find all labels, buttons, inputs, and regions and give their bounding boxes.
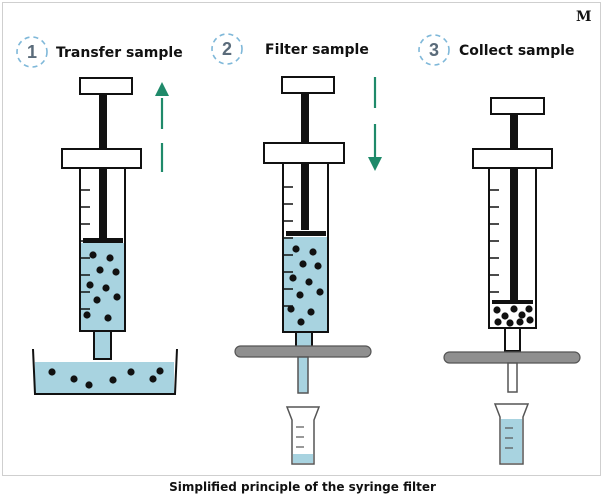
- step-2-circle: [211, 33, 243, 65]
- down-arrow: [368, 77, 382, 171]
- flange-2: [263, 142, 345, 164]
- syringe-2: [263, 76, 345, 351]
- plunger-thumb-1: [79, 77, 133, 95]
- plunger-thumb-2: [281, 76, 335, 94]
- graduations-1: [80, 189, 90, 310]
- syringe-3: [472, 97, 553, 352]
- figure-caption: Simplified principle of the syringe filt…: [169, 480, 436, 494]
- filter-disc-3: [443, 351, 581, 364]
- plunger-seal-2: [286, 231, 326, 236]
- plunger-thumb-3: [490, 97, 545, 115]
- step-1-label: Transfer sample: [56, 45, 183, 61]
- brand-mark: M: [576, 9, 592, 25]
- outlet-tip-2: [297, 356, 309, 394]
- collection-tube-3: [493, 403, 530, 465]
- nozzle-1: [93, 330, 112, 360]
- particles-3: [493, 305, 534, 327]
- step-2-label: Filter sample: [265, 42, 369, 58]
- step-3-label: Collect sample: [459, 43, 575, 59]
- up-arrow: [155, 82, 169, 172]
- graduations-3: [489, 189, 499, 293]
- figure-frame: [2, 2, 601, 476]
- syringe-liquid-2: [283, 237, 328, 332]
- step-3-number: 3: [428, 40, 439, 60]
- plunger-rod-3: [510, 114, 518, 300]
- flange-3: [472, 148, 553, 169]
- collection-tube-2: [285, 406, 321, 465]
- step-2-number: 2: [221, 39, 232, 59]
- outlet-tip-3: [507, 362, 518, 393]
- step-3-circle: [418, 34, 450, 66]
- step-1-number: 1: [26, 42, 37, 62]
- nozzle-3: [504, 327, 521, 352]
- graduations-2: [283, 186, 293, 307]
- flange-1: [61, 148, 142, 169]
- plunger-seal-1: [83, 238, 123, 243]
- syringe-1: [61, 77, 142, 360]
- step-1-circle: [16, 36, 48, 68]
- sample-tray: [32, 348, 178, 395]
- filter-disc-2: [234, 345, 372, 358]
- plunger-seal-3: [492, 300, 533, 304]
